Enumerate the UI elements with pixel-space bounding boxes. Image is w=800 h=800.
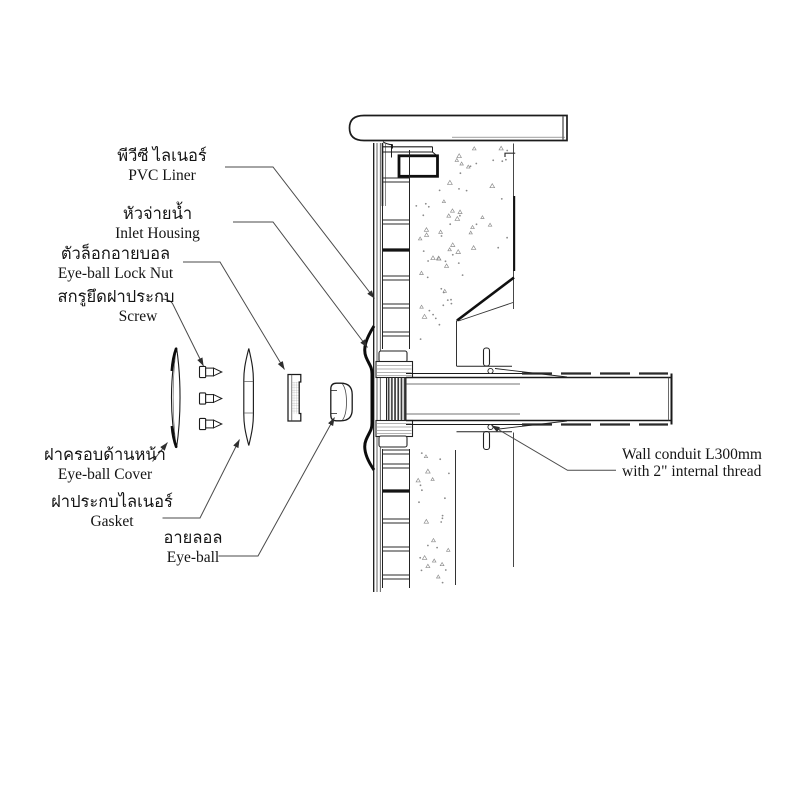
- liner-bead-lock: [397, 154, 439, 178]
- leader-wall-conduit: [491, 425, 616, 471]
- screw-part: [198, 392, 223, 405]
- leader-lines: [152, 166, 616, 557]
- label-screw-english: Screw: [118, 307, 158, 325]
- leader-eyeball: [218, 417, 335, 557]
- eyeball-part: [330, 382, 353, 422]
- thread-block: [386, 377, 407, 421]
- screw-part: [198, 417, 223, 431]
- leader-inlet-housing: [233, 221, 368, 348]
- screws-part: [198, 365, 223, 431]
- label-eyeball-lock-nut: ตัวล็อกอายบอล Eye-ball Lock Nut: [33, 244, 198, 282]
- label-screw-thai: สกรูยึดฝาประกบ: [57, 287, 175, 306]
- label-eyeball-cover: ฝาครอบด้านหน้า Eye-ball Cover: [40, 445, 170, 483]
- coping-stone: [348, 114, 568, 142]
- label-pvc-liner-thai: พีวีซี ไลเนอร์: [117, 146, 207, 165]
- leader-lock-nut: [183, 261, 285, 370]
- label-eyeball-cover-thai: ฝาครอบด้านหน้า: [44, 445, 166, 464]
- concrete-wall-edges: [455, 143, 516, 585]
- label-eyeball-lock-nut-english: Eye-ball Lock Nut: [57, 264, 174, 282]
- label-screw: สกรูยึดฝาประกบ Screw: [36, 287, 196, 325]
- liner-over-flange: [363, 325, 376, 471]
- label-inlet-housing-english: Inlet Housing: [115, 224, 200, 242]
- label-eyeball-english: Eye-ball: [166, 548, 220, 566]
- wall-conduit-pipe: [406, 372, 673, 426]
- leader-screw: [161, 298, 204, 367]
- conduit-flange-top: [456, 347, 568, 378]
- gasket-part: [243, 348, 254, 446]
- label-wall-conduit-line2: with 2" internal thread: [622, 463, 762, 481]
- label-gasket: ฝาประกบไลเนอร์ Gasket: [48, 492, 176, 530]
- label-pvc-liner: พีวีซี ไลเนอร์ PVC Liner: [82, 146, 242, 184]
- liner-panel-ribs: [382, 150, 410, 588]
- label-gasket-english: Gasket: [90, 512, 134, 530]
- label-wall-conduit-line1: Wall conduit L300mm: [622, 446, 762, 463]
- label-pvc-liner-english: PVC Liner: [128, 166, 196, 184]
- screw-part: [198, 365, 223, 379]
- leader-pvc-liner: [225, 166, 375, 299]
- leader-cover: [152, 442, 168, 462]
- label-eyeball-lock-nut-thai: ตัวล็อกอายบอล: [60, 244, 171, 263]
- label-eyeball: อายลอล Eye-ball: [128, 528, 258, 566]
- concrete-texture: [415, 145, 509, 584]
- eyeball-cover-part: [170, 347, 181, 449]
- inlet-housing: [363, 325, 414, 471]
- lock-nut-part: [287, 373, 302, 422]
- label-eyeball-cover-english: Eye-ball Cover: [57, 465, 153, 483]
- label-eyeball-thai: อายลอล: [163, 528, 223, 547]
- leader-gasket: [162, 439, 240, 519]
- label-wall-conduit: Wall conduit L300mm with 2" internal thr…: [622, 446, 797, 480]
- label-inlet-housing-thai: หัวจ่ายน้ำ: [122, 204, 193, 223]
- label-gasket-thai: ฝาประกบไลเนอร์: [51, 492, 173, 511]
- label-inlet-housing: หัวจ่ายน้ำ Inlet Housing: [75, 204, 240, 242]
